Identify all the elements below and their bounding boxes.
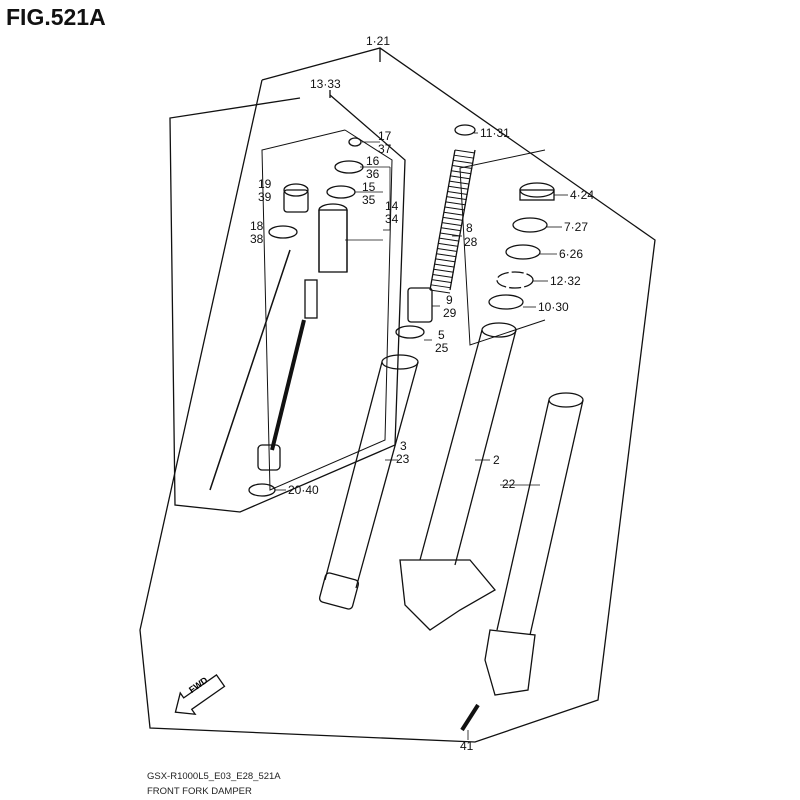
callout-13-33: 13·33	[310, 77, 341, 91]
part-inner-tube-2	[399, 322, 517, 631]
leader-lines	[275, 132, 568, 491]
part-oring-18	[268, 225, 298, 239]
callout-36: 36	[366, 167, 380, 181]
figure-title: FIG.521A	[6, 4, 106, 30]
part-clip-12	[496, 271, 534, 289]
part-outer-tube-3	[318, 354, 419, 610]
part-oring-16	[334, 160, 364, 174]
assembly-outline-14-34	[261, 129, 393, 491]
part-damper-rod	[270, 319, 306, 451]
part-nut-17	[348, 137, 362, 147]
callout-20-40: 20·40	[288, 483, 319, 497]
callout-11-31: 11·31	[480, 126, 510, 140]
part-washer-7	[512, 217, 548, 233]
callout-8: 8	[466, 221, 473, 235]
callout-35: 35	[362, 193, 376, 207]
callout-5: 5	[438, 328, 445, 342]
model-code: GSX-R1000L5_E03_E28_521A	[147, 771, 281, 782]
part-oring-15	[326, 185, 356, 199]
callout-9: 9	[446, 293, 453, 307]
fwd-arrow-icon	[174, 674, 226, 716]
callout-3: 3	[400, 439, 407, 453]
part-bolt-41	[460, 703, 480, 732]
callout-25: 25	[435, 341, 449, 355]
callout-12-32: 12·32	[550, 274, 581, 288]
callout-23: 23	[396, 452, 410, 466]
section-name: FRONT FORK DAMPER	[147, 786, 252, 797]
callout-41: 41	[460, 739, 474, 753]
part-spacer-9	[407, 287, 433, 323]
assembly-outline-13-33	[169, 94, 406, 513]
callout-17: 17	[378, 129, 392, 143]
callout-2: 2	[493, 453, 500, 467]
part-small-spring	[304, 279, 318, 319]
callout-37: 37	[378, 142, 392, 156]
part-piston	[257, 444, 281, 471]
part-bushing-5	[395, 325, 425, 339]
callout-7-27: 7·27	[564, 220, 589, 234]
callout-19: 19	[258, 177, 272, 191]
part-dust-seal-10	[488, 294, 524, 310]
part-fork-spring-8	[429, 124, 476, 294]
callout-22: 22	[502, 477, 516, 491]
callout-39: 39	[258, 190, 272, 204]
callout-4-24: 4·24	[570, 188, 595, 202]
callout-18: 18	[250, 219, 264, 233]
callout-38: 38	[250, 232, 264, 246]
callout-10-30: 10·30	[538, 300, 569, 314]
callout-6-26: 6·26	[559, 247, 584, 261]
callout-15: 15	[362, 180, 376, 194]
callout-34: 34	[385, 212, 399, 226]
callout-28: 28	[464, 235, 478, 249]
part-seal-6	[505, 244, 541, 260]
callout-29: 29	[443, 306, 457, 320]
callout-16: 16	[366, 154, 380, 168]
assembly-outline-1-21	[139, 47, 656, 743]
callout-1-21: 1·21	[366, 34, 391, 48]
assembly-outline-right	[459, 149, 546, 346]
part-bolt-19	[283, 183, 309, 197]
callout-14: 14	[385, 199, 399, 213]
part-inner-tube-22	[484, 392, 584, 696]
